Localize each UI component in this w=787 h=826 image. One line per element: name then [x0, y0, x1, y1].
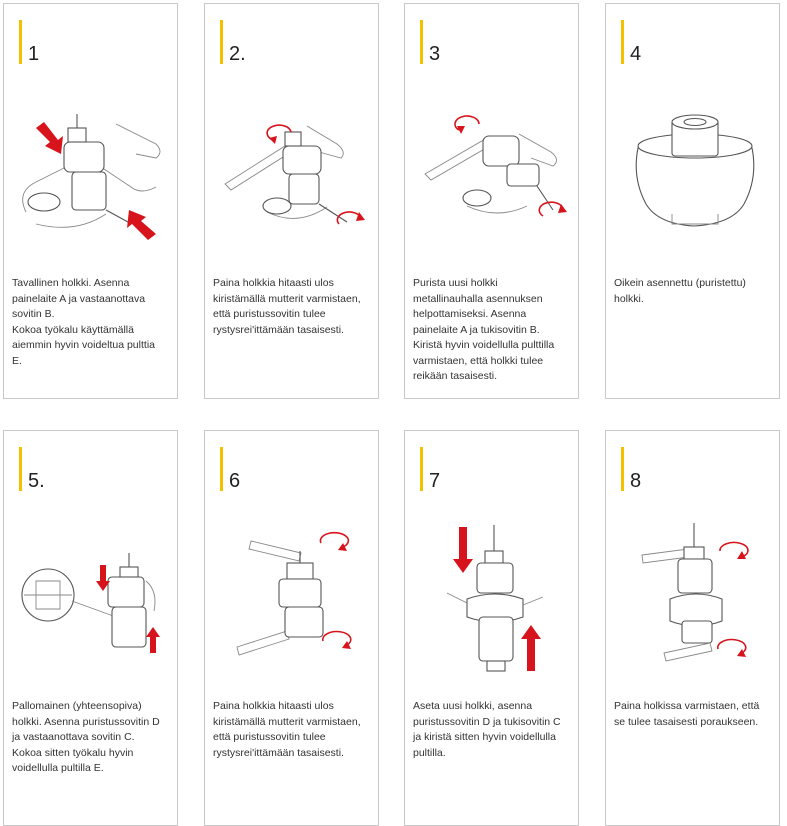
step-description: Paina holkkia hitaasti ulos kiristämällä…	[213, 277, 361, 336]
step-number: 1	[28, 43, 40, 65]
step-number: 5.	[28, 470, 45, 492]
step-card-5: 5. Pallomainen (yhteensopiva) holkki. As…	[3, 430, 178, 826]
step-card-2: 2. Paina holkkia hitaasti ulos kiristämä…	[204, 3, 379, 399]
press-in-arrows-icon	[446, 525, 544, 672]
step-description: Paina holkissa varmistaen, että se tulee…	[614, 700, 760, 728]
step-description: Aseta uusi holkki, asenna puristussoviti…	[413, 700, 561, 759]
step-description: Oikein asennettu (puristettu) holkki.	[614, 277, 746, 305]
step-description: Pallomainen (yhteensopiva) holkki. Asenn…	[12, 700, 160, 774]
installed-bushing-icon	[635, 114, 755, 227]
accent-bar	[420, 20, 423, 64]
step-number: 2.	[229, 43, 246, 65]
step-card-4: 4 Oikein asennettu (puristettu) holkki.	[605, 3, 780, 399]
accent-bar	[220, 20, 223, 64]
step-description: Tavallinen holkki. Asenna painelaite A j…	[12, 277, 155, 367]
step-number: 6	[229, 470, 241, 492]
accent-bar	[220, 447, 223, 491]
wrench-press-in-icon	[641, 523, 749, 662]
accent-bar	[621, 447, 624, 491]
spherical-bushing-icon	[21, 553, 160, 653]
step-card-1: 1 Tavallinen holkki. Asenna painelaite A…	[3, 3, 178, 399]
step-number: 7	[429, 470, 441, 492]
tighten-nut-press-out-icon	[224, 124, 365, 225]
bushing-press-install-icon	[22, 114, 161, 240]
step-card-3: 3 Purista uusi holkki metallinauhalla as…	[404, 3, 579, 399]
step-description: Purista uusi holkki metallinauhalla asen…	[413, 277, 555, 382]
accent-bar	[19, 20, 22, 64]
step-number: 3	[429, 43, 441, 65]
wrench-press-out-icon	[236, 531, 352, 656]
step-card-6: 6 Paina holkkia hitaasti ulos kiristämäl…	[204, 430, 379, 826]
step-description: Paina holkkia hitaasti ulos kiristämällä…	[213, 700, 361, 759]
accent-bar	[19, 447, 22, 491]
new-bushing-press-icon	[424, 115, 567, 217]
step-card-8: 8 Paina holkissa varmistaen, että se tul…	[605, 430, 780, 826]
step-number: 4	[630, 43, 642, 65]
accent-bar	[621, 20, 624, 64]
step-number: 8	[630, 470, 642, 492]
step-card-7: 7 Aseta uusi holkki, asenna puristussovi…	[404, 430, 579, 826]
accent-bar	[420, 447, 423, 491]
